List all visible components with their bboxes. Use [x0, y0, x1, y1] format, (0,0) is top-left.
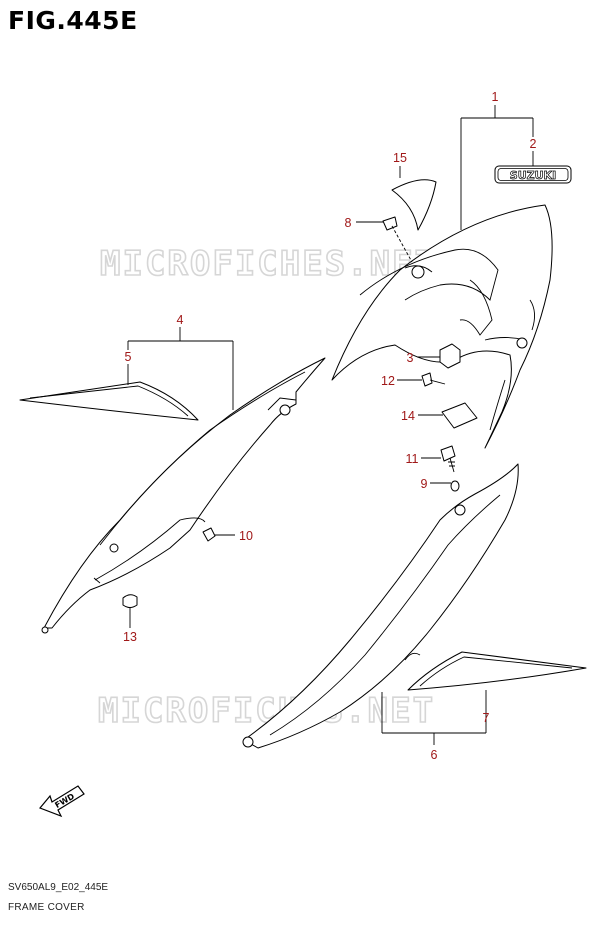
- svg-text:SUZUKI: SUZUKI: [510, 169, 556, 182]
- part-5-decal-left[interactable]: [19, 381, 199, 421]
- part-15-trim[interactable]: [391, 179, 437, 231]
- callout-14: 14: [401, 409, 415, 423]
- callout-7: 7: [483, 711, 490, 725]
- callout-11: 11: [406, 452, 419, 466]
- part-12-screw[interactable]: [421, 372, 446, 387]
- callout-2: 2: [530, 137, 537, 151]
- part-10-clip[interactable]: [202, 527, 235, 542]
- part-4-left-frame-cover[interactable]: [41, 357, 326, 634]
- callout-8: 8: [345, 216, 352, 230]
- part-8-bolt[interactable]: [382, 216, 413, 263]
- watermark-top: MICROFICHES.NET: [100, 244, 437, 284]
- callout-4: 4: [177, 313, 184, 327]
- part-9-collar[interactable]: [450, 480, 460, 492]
- callout-3: 3: [407, 351, 414, 365]
- part-14-pad[interactable]: [441, 402, 478, 429]
- callout-13: 13: [123, 630, 137, 644]
- figure-title: FIG.445E: [8, 6, 138, 35]
- part-3-cushion[interactable]: [439, 343, 461, 369]
- callout-12: 12: [381, 374, 395, 388]
- callout-6: 6: [431, 748, 438, 762]
- part-6-right-frame-cover[interactable]: [242, 463, 519, 749]
- callout-1: 1: [492, 90, 499, 104]
- part-11-bolt[interactable]: [440, 445, 456, 473]
- figure-caption: FRAME COVER: [8, 902, 85, 913]
- callout-10: 10: [239, 529, 253, 543]
- part-7-decal-right[interactable]: [407, 651, 587, 691]
- leader-lines: [127, 105, 534, 745]
- part-1-tail-cowl[interactable]: [331, 204, 553, 449]
- part-2-suzuki-badge[interactable]: SUZUKI: [494, 165, 572, 184]
- callout-9: 9: [421, 477, 428, 491]
- callout-15: 15: [393, 151, 407, 165]
- figure-code: SV650AL9_E02_445E: [8, 882, 109, 893]
- fwd-arrow-icon: FWD: [39, 785, 85, 818]
- callout-5: 5: [125, 350, 132, 364]
- part-13-grommet[interactable]: [122, 594, 138, 608]
